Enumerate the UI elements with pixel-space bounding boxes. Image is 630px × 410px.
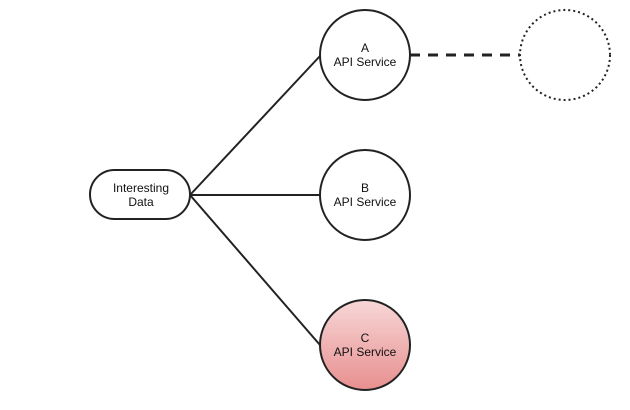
service-a-label-line1: A — [361, 41, 369, 55]
service-c-label-line2: API Service — [334, 345, 397, 359]
source-node[interactable]: Interesting Data — [89, 169, 191, 220]
service-c-node[interactable]: C API Service — [319, 299, 411, 391]
source-node-shape — [89, 169, 191, 220]
placeholder-node[interactable] — [519, 9, 611, 101]
service-a-circle — [319, 9, 411, 101]
service-c-label-line1: C — [361, 331, 370, 345]
placeholder-circle — [519, 9, 611, 101]
service-b-label-line1: B — [361, 181, 369, 195]
connector-source-to-a — [189, 55, 321, 196]
service-b-node[interactable]: B API Service — [319, 149, 411, 241]
connector-source-to-c — [189, 194, 321, 346]
service-b-label-line2: API Service — [334, 195, 397, 209]
service-a-node[interactable]: A API Service — [319, 9, 411, 101]
service-c-circle — [319, 299, 411, 391]
source-label-line1: Interesting — [113, 181, 169, 195]
source-label-line2: Data — [128, 195, 154, 209]
service-b-circle — [319, 149, 411, 241]
service-a-label-line2: API Service — [334, 55, 397, 69]
